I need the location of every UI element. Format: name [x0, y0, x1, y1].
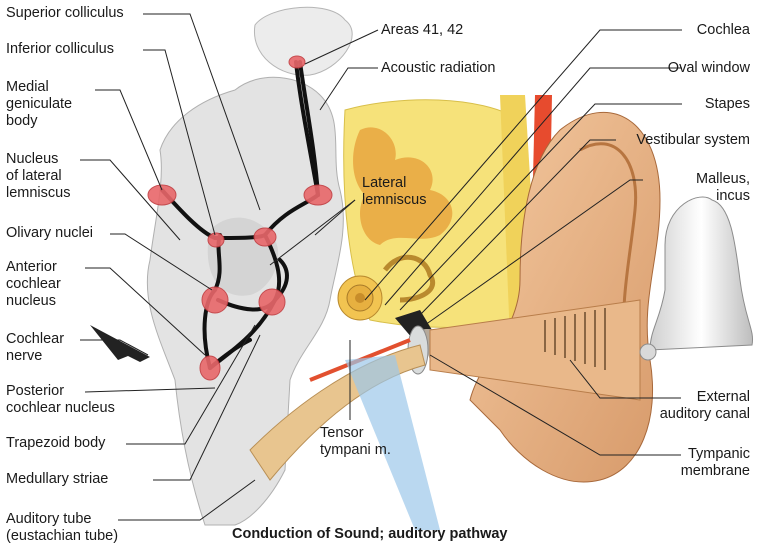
label-acoustic-radiation: Acoustic radiation	[381, 60, 495, 77]
label-inferior-colliculus: Inferior colliculus	[6, 41, 114, 58]
label-tympanic-membrane: Tympanic membrane	[681, 446, 750, 480]
label-cochlear-nerve: Cochlear nerve	[6, 331, 64, 365]
label-anterior-cochlear-nucleus: Anterior cochlear nucleus	[6, 259, 61, 310]
sound-arrow-icon	[90, 325, 150, 362]
label-medial-geniculate-body: Medial geniculate body	[6, 79, 72, 130]
label-malleus-incus: Malleus, incus	[696, 171, 750, 205]
label-stapes: Stapes	[705, 96, 750, 113]
label-trapezoid-body: Trapezoid body	[6, 435, 105, 452]
label-superior-colliculus: Superior colliculus	[6, 5, 124, 22]
label-external-auditory-canal: External auditory canal	[660, 389, 750, 423]
label-cochlea: Cochlea	[697, 22, 750, 39]
label-tensor-tympani: Tensor tympani m.	[320, 425, 391, 459]
label-lateral-lemniscus: Lateral lemniscus	[362, 175, 426, 209]
label-oval-window: Oval window	[668, 60, 750, 77]
label-medullary-striae: Medullary striae	[6, 471, 108, 488]
label-areas-41-42: Areas 41, 42	[381, 22, 463, 39]
label-auditory-tube: Auditory tube (eustachian tube)	[6, 511, 118, 545]
label-olivary-nuclei: Olivary nuclei	[6, 225, 93, 242]
label-nucleus-lateral-lemniscus: Nucleus of lateral lemniscus	[6, 151, 70, 202]
label-posterior-cochlear-nucleus: Posterior cochlear nucleus	[6, 383, 115, 417]
label-vestibular-system: Vestibular system	[636, 132, 750, 149]
figure-caption: Conduction of Sound; auditory pathway	[232, 526, 507, 542]
